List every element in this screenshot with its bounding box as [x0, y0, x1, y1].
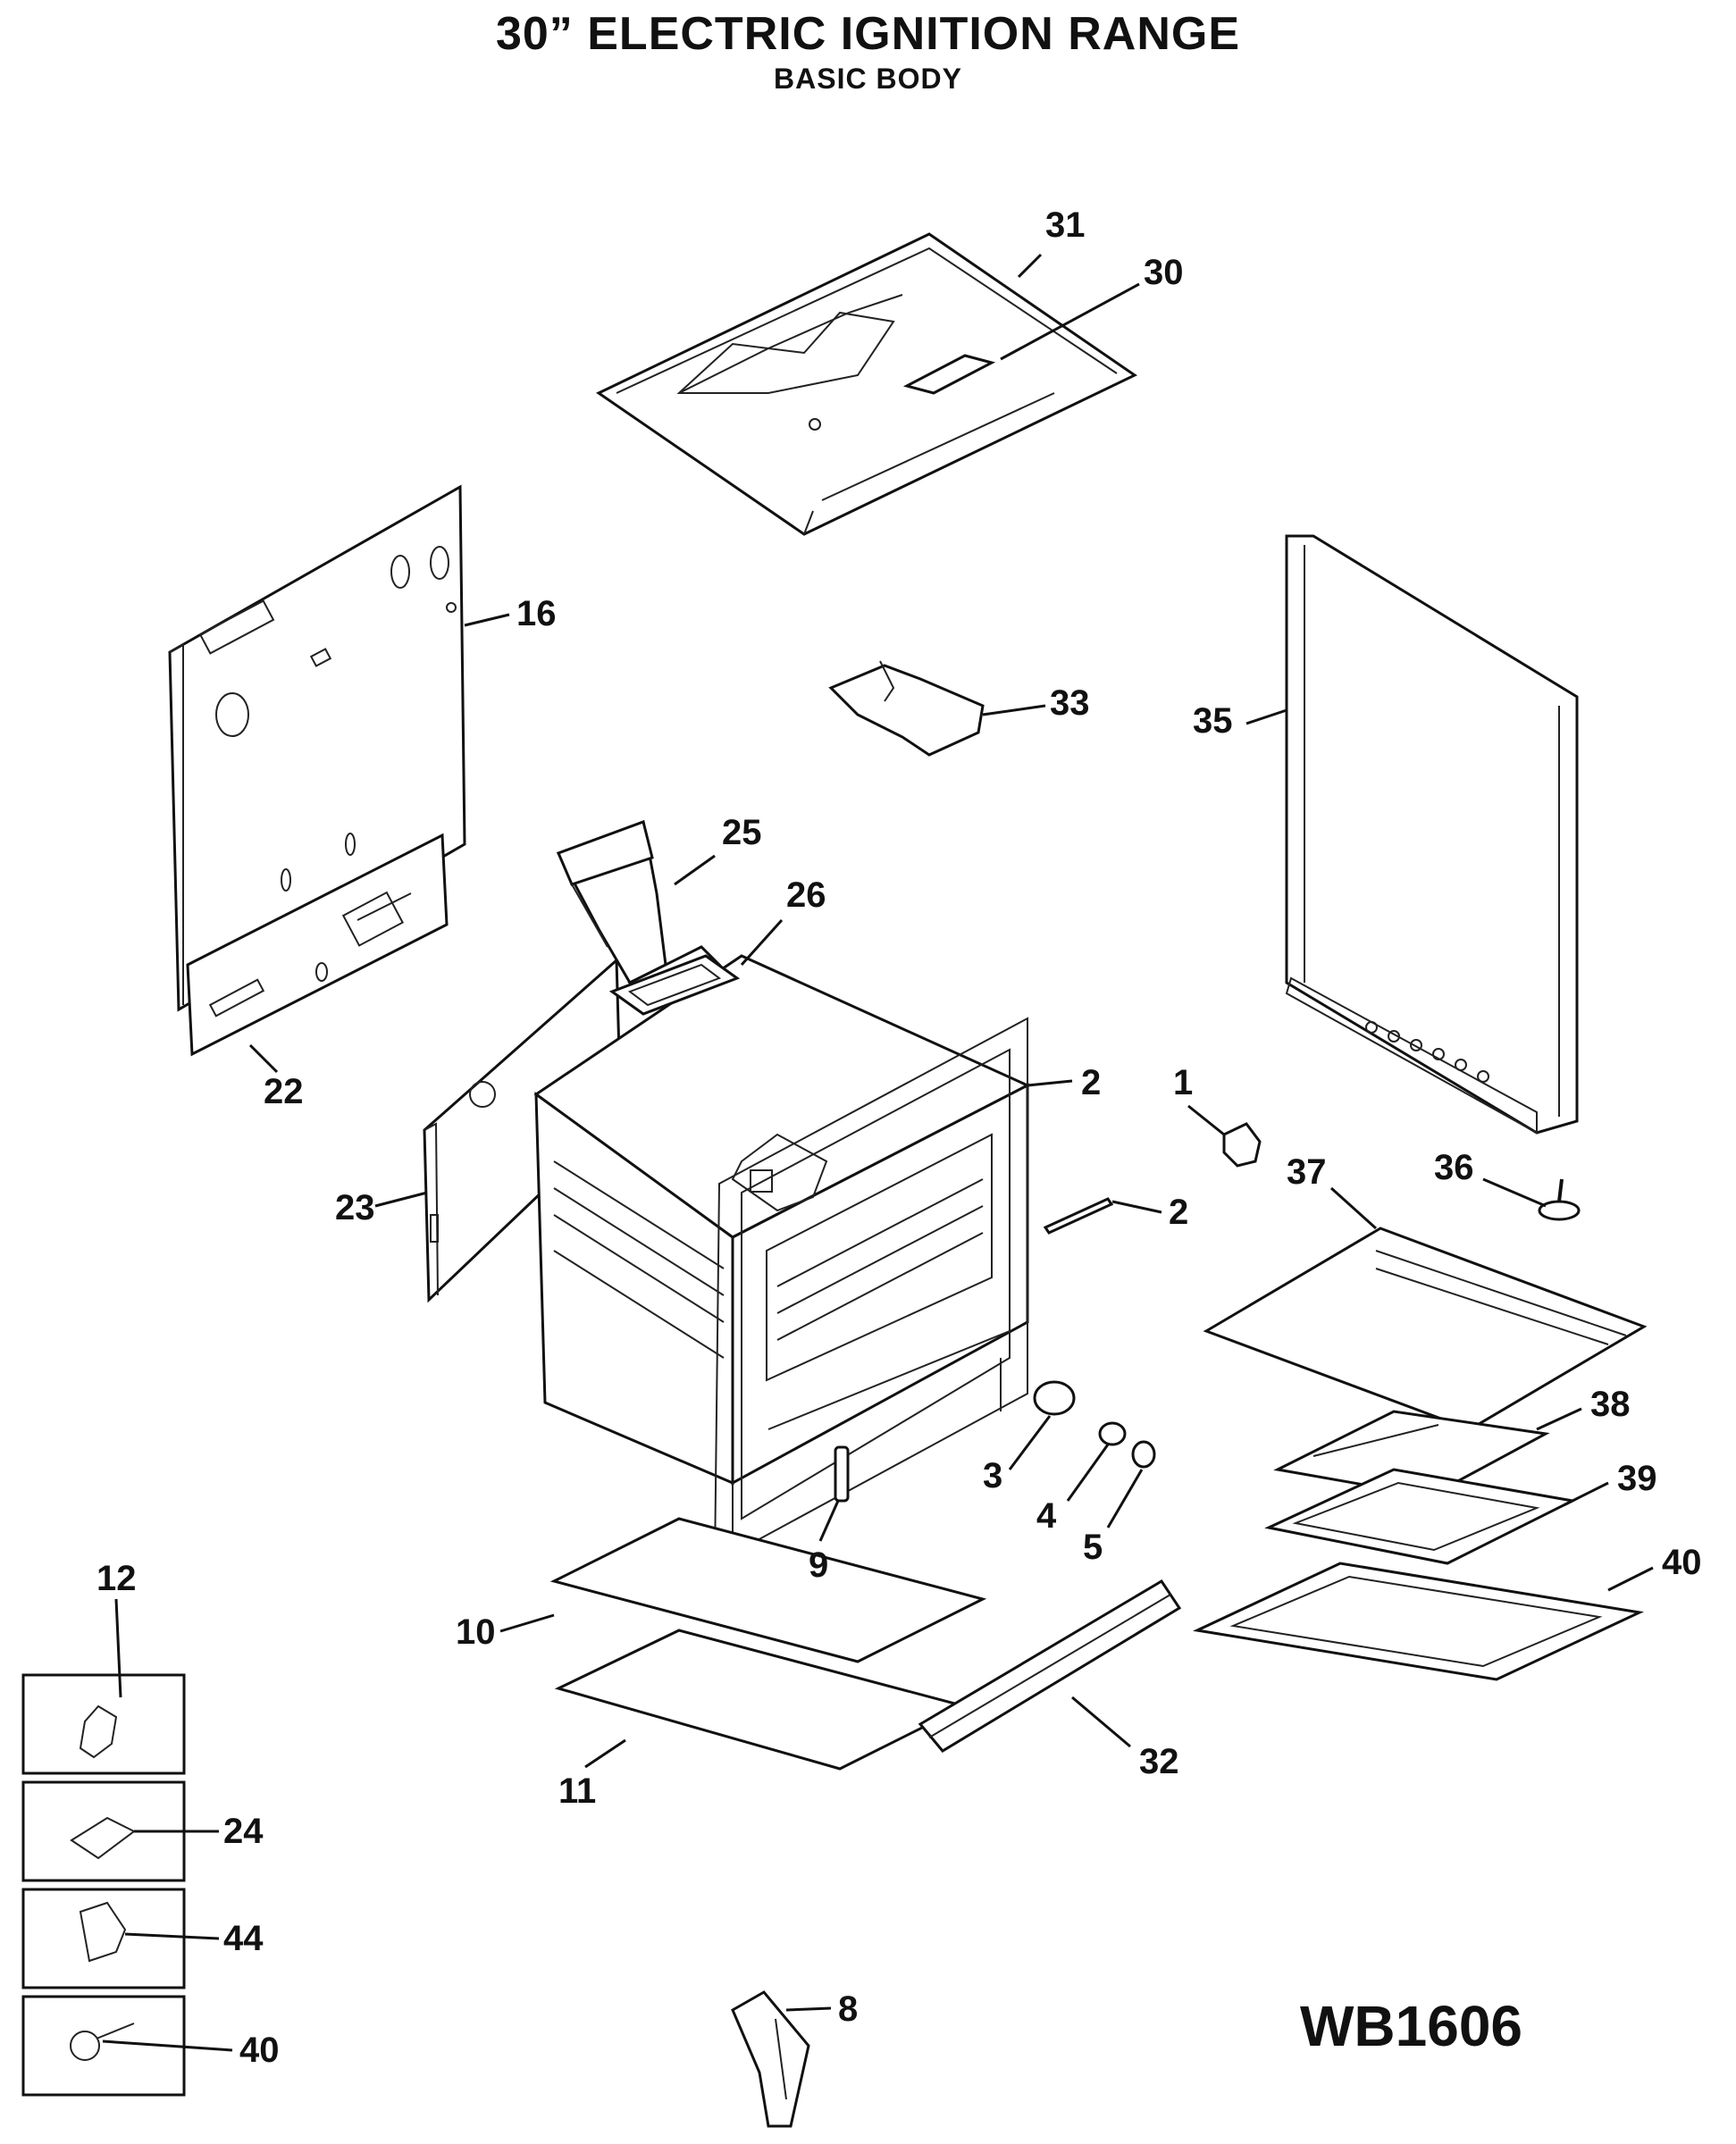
- callout-2-frame: 2: [1081, 1063, 1101, 1102]
- callout-12: 12: [96, 1559, 137, 1598]
- callout-11: 11: [558, 1771, 596, 1811]
- callout-40-liner: 40: [1662, 1543, 1702, 1582]
- part-36-leveling-leg: [1538, 1178, 1581, 1221]
- callout-44: 44: [223, 1919, 264, 1958]
- callout-5: 5: [1083, 1528, 1103, 1567]
- callout-32: 32: [1139, 1742, 1179, 1781]
- callout-37: 37: [1287, 1152, 1327, 1192]
- callout-1: 1: [1173, 1063, 1193, 1102]
- callout-8: 8: [838, 1989, 858, 2029]
- callout-2-strip: 2: [1169, 1193, 1188, 1232]
- part-30-bracket: [902, 354, 996, 395]
- diagram-title: 30” ELECTRIC IGNITION RANGE: [495, 8, 1241, 60]
- callout-38: 38: [1590, 1385, 1631, 1424]
- part-5-knob: [1131, 1440, 1156, 1469]
- callout-30: 30: [1144, 253, 1184, 292]
- part-31-cooktop-panel: [596, 232, 1137, 536]
- callout-33: 33: [1050, 683, 1090, 723]
- part-2-front-frame: [713, 1017, 1028, 1565]
- part-39-broiler-pan: [1264, 1468, 1577, 1565]
- callout-22: 22: [264, 1072, 304, 1111]
- callout-23: 23: [335, 1188, 375, 1227]
- inset-box-part-12: [21, 1673, 186, 1775]
- callout-labels: 31 30 16 33 35 25 26 1 2 2 22 23 36 37 3…: [96, 205, 1702, 2070]
- part-40-drawer-liner: [1192, 1562, 1645, 1681]
- leader-lines: [102, 253, 1654, 2052]
- inset-box-part-44: [21, 1888, 186, 1989]
- callout-39: 39: [1617, 1459, 1657, 1498]
- callout-31: 31: [1045, 205, 1086, 245]
- part-1-knob: [1222, 1122, 1262, 1168]
- part-11-bottom-plate: [554, 1629, 969, 1771]
- part-37-drawer-panel: [1203, 1227, 1648, 1431]
- part-9-hinge: [834, 1445, 850, 1503]
- part-32-rail: [918, 1579, 1182, 1753]
- callout-24: 24: [223, 1812, 264, 1851]
- diagram-subtitle: BASIC BODY: [774, 63, 962, 95]
- callout-25: 25: [722, 813, 762, 852]
- part-35-right-side-panel: [1285, 534, 1579, 1135]
- callout-9: 9: [809, 1545, 828, 1585]
- part-4-knob: [1098, 1421, 1127, 1446]
- part-8-clip: [731, 1990, 810, 2128]
- callout-3: 3: [983, 1456, 1002, 1495]
- part-33-bracket: [828, 660, 985, 757]
- callout-35: 35: [1193, 701, 1233, 741]
- part-2-strip: [1043, 1197, 1114, 1235]
- callout-4: 4: [1036, 1496, 1057, 1536]
- callout-36: 36: [1434, 1148, 1474, 1187]
- callout-40-screw: 40: [239, 2031, 280, 2070]
- callout-26: 26: [786, 875, 826, 915]
- callout-10: 10: [456, 1612, 496, 1652]
- callout-16: 16: [516, 594, 557, 633]
- part-26-vent-gasket: [608, 954, 741, 1016]
- part-3-knob: [1033, 1380, 1076, 1416]
- part-10-bottom-panel: [549, 1517, 987, 1663]
- oven-body: [533, 954, 1031, 1572]
- part-22-lower-back-strip: [186, 833, 449, 1057]
- diagram-code: WB1606: [1300, 1994, 1522, 2058]
